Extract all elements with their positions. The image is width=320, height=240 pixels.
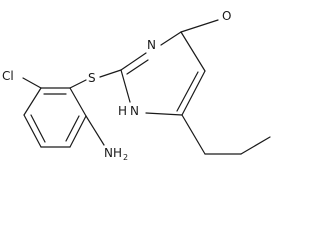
bond-n1-c2 bbox=[120, 69, 131, 103]
chlorine-label: Cl bbox=[2, 69, 14, 83]
oxygen-label: O bbox=[222, 9, 231, 23]
nh-hydrogen-label: H bbox=[118, 104, 127, 118]
bond-aryl-nh2 bbox=[85, 115, 105, 146]
molecule-structure: O N S H N Cl NH 2 bbox=[2, 9, 271, 162]
bond-c2-n3 bbox=[120, 52, 147, 71]
bond-c4-c5 bbox=[180, 31, 206, 72]
bond-aryl-6 bbox=[69, 87, 87, 117]
bond-aryl-5-inner bbox=[65, 115, 80, 142]
bond-s-aryl bbox=[69, 79, 87, 89]
bond-aryl-3-inner bbox=[30, 114, 46, 143]
bond-propyl-3 bbox=[240, 136, 271, 155]
bond-aryl-2 bbox=[23, 87, 42, 116]
bond-c4-o bbox=[180, 19, 219, 33]
bond-c2-n3-double bbox=[126, 59, 149, 75]
amine-subscript-label: 2 bbox=[123, 153, 128, 162]
bond-aryl-5 bbox=[69, 115, 87, 148]
bond-n3-c4 bbox=[160, 31, 182, 46]
bond-aryl-cl bbox=[22, 77, 42, 89]
nh-nitrogen-label: N bbox=[130, 104, 139, 118]
bond-c5-c6-double bbox=[176, 71, 199, 112]
amine-label: NH bbox=[104, 146, 122, 160]
bond-c6-n1 bbox=[145, 112, 183, 116]
sulfur-label: S bbox=[88, 71, 96, 85]
nitrogen-label: N bbox=[147, 38, 156, 52]
bond-aryl-3 bbox=[23, 114, 42, 148]
bond-c5-c6 bbox=[181, 70, 206, 116]
bond-propyl-1 bbox=[181, 114, 206, 155]
bond-c2-s bbox=[99, 69, 122, 78]
